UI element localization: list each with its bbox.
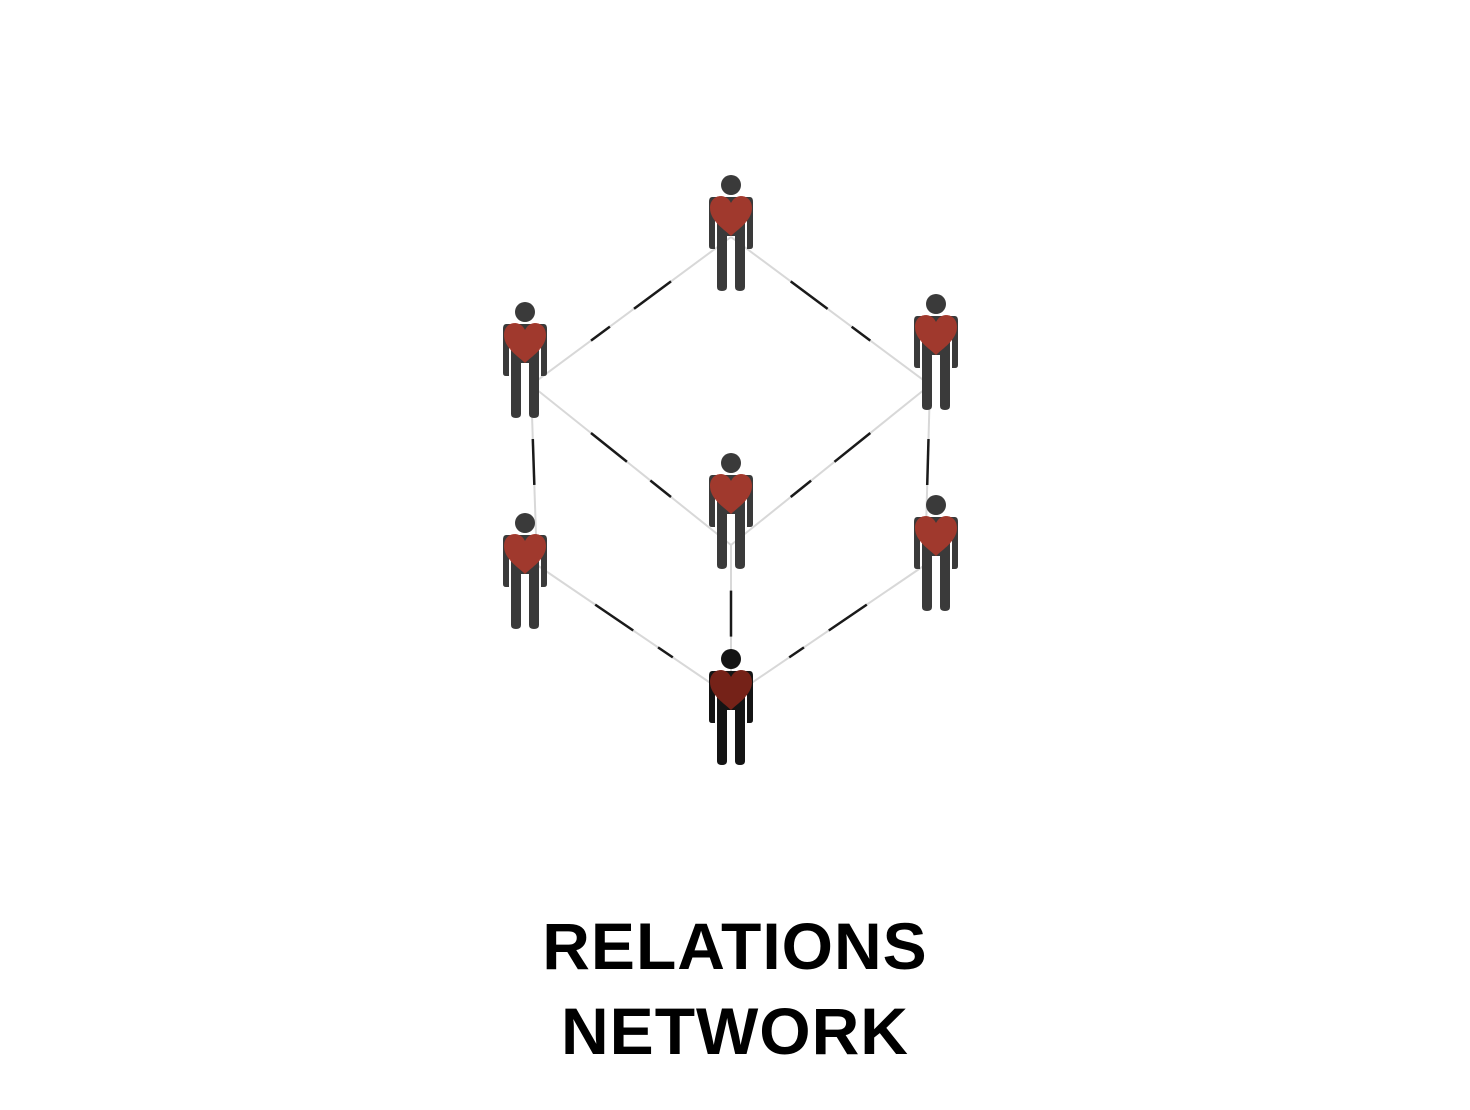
person-heart-icon-bottom — [709, 649, 753, 765]
link-line — [730, 384, 931, 546]
link-line — [730, 564, 926, 698]
link-accent — [590, 432, 672, 498]
link-top-upper-right — [730, 236, 931, 386]
caption-line-2: NETWORK — [561, 994, 909, 1068]
link-upper-left-center — [530, 384, 732, 546]
link-accent — [590, 280, 672, 342]
link-accent — [594, 603, 674, 659]
nodes-layer — [503, 175, 958, 765]
link-accent — [789, 432, 872, 498]
person-heart-icon-upper-left — [503, 302, 547, 418]
person-heart-icon-top — [709, 175, 753, 291]
links-layer — [530, 236, 931, 698]
link-lower-left-bottom — [536, 564, 732, 698]
person-heart-icon-lower-right — [914, 495, 958, 611]
person-heart-icon-lower-left — [503, 513, 547, 629]
link-upper-right-center — [730, 384, 931, 546]
link-accent — [789, 280, 872, 342]
link-line — [730, 236, 931, 386]
link-line — [530, 236, 732, 386]
link-line — [536, 564, 732, 698]
link-top-upper-left — [530, 236, 732, 386]
link-line — [530, 384, 732, 546]
caption-line-1: RELATIONS — [542, 909, 928, 983]
link-accent — [531, 438, 537, 512]
link-lower-right-bottom — [730, 564, 926, 698]
link-accent — [925, 438, 930, 512]
link-accent — [788, 603, 868, 659]
